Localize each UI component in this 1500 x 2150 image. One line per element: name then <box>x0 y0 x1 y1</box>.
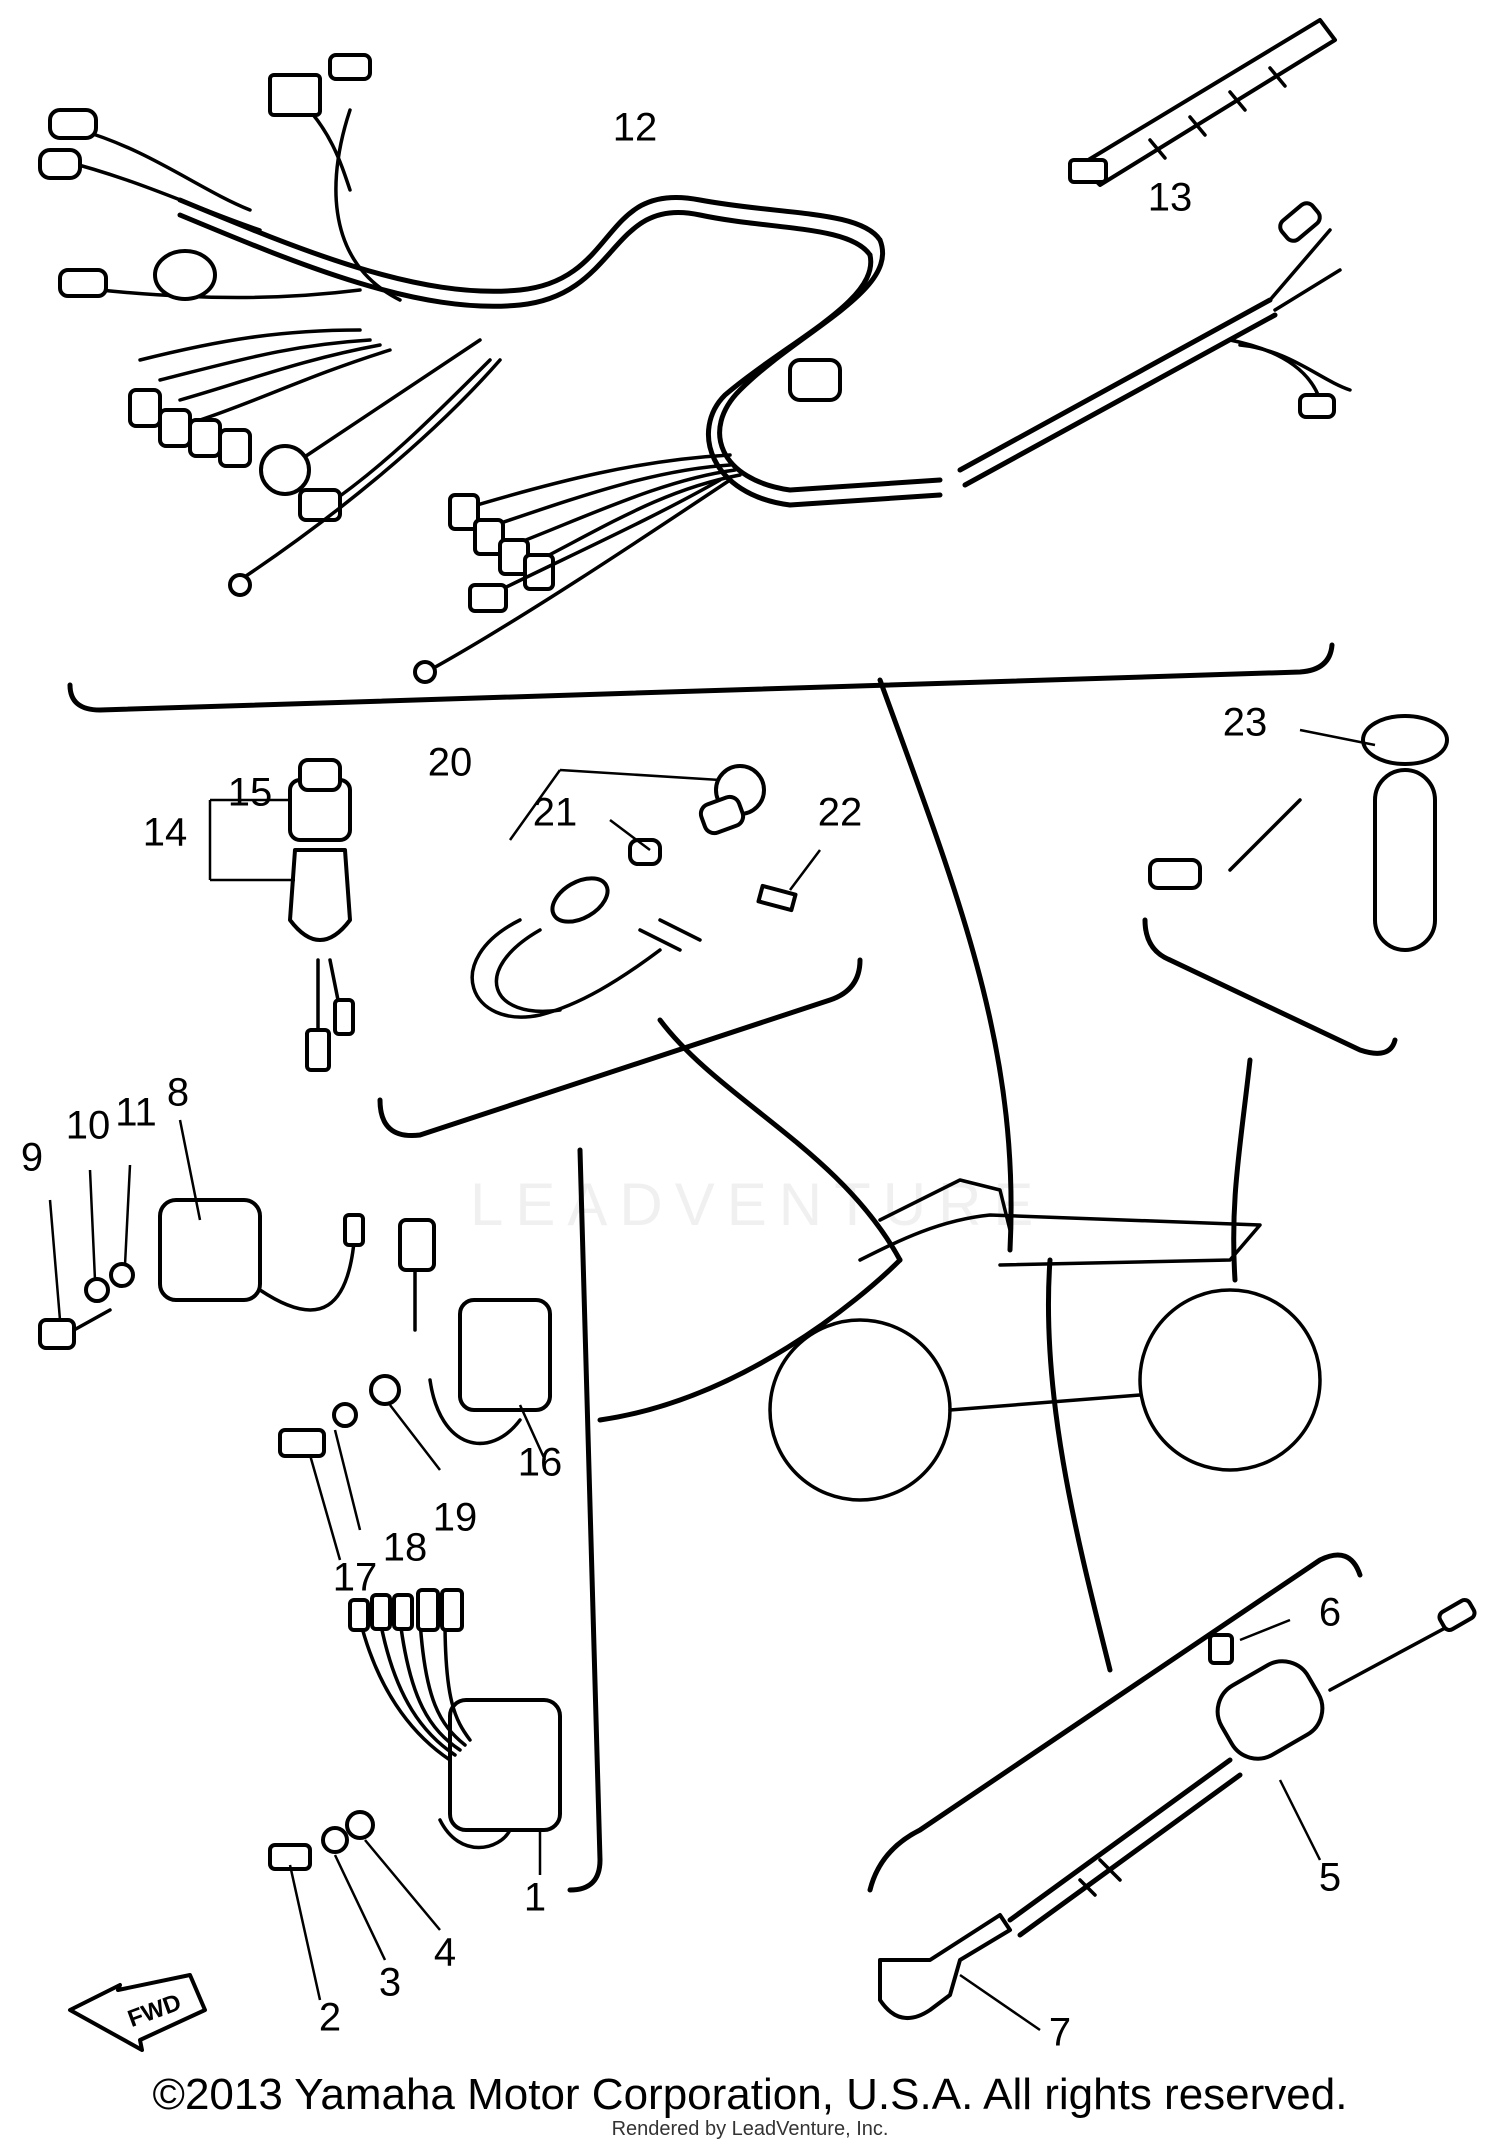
main-switch <box>208 758 355 1072</box>
callout-3: 3 <box>379 1961 401 2005</box>
cable-band <box>1068 18 1337 187</box>
callout-7: 7 <box>1049 2011 1071 2055</box>
vehicle-outline <box>597 677 1322 1673</box>
callout-6: 6 <box>1319 1591 1341 1635</box>
callout-5: 5 <box>1319 1856 1341 1900</box>
callout-16: 16 <box>518 1441 563 1485</box>
watermark: LEADVENTURE <box>470 1171 1046 1238</box>
callout-2: 2 <box>319 1996 341 2040</box>
cdi-unit <box>268 1147 603 2001</box>
callout-9: 9 <box>21 1136 43 1180</box>
callout-18: 18 <box>383 1526 428 1570</box>
harness-bracket <box>67 642 1335 713</box>
callout-23: 23 <box>1223 701 1268 745</box>
callout-12: 12 <box>613 106 658 150</box>
callout-19: 19 <box>433 1496 478 1540</box>
callout-1: 1 <box>524 1876 546 1920</box>
callout-17: 17 <box>333 1556 378 1600</box>
callout-20: 20 <box>428 741 473 785</box>
rectifier <box>38 1119 365 1350</box>
cap-assembly <box>1142 714 1449 1056</box>
ignition-coil <box>278 1218 552 1561</box>
callout-22: 22 <box>818 791 863 835</box>
copyright-notice: ©2013 Yamaha Motor Corporation, U.S.A. A… <box>152 2070 1348 2119</box>
fwd-arrow: FWD <box>68 1973 207 2052</box>
callout-11: 11 <box>115 1091 157 1135</box>
rendered-by-notice: Rendered by LeadVenture, Inc. <box>611 2118 889 2140</box>
callout-4: 4 <box>434 1931 456 1975</box>
callout-21: 21 <box>533 791 578 835</box>
wire-harness <box>38 53 1352 684</box>
starter-cable <box>867 1552 1477 2032</box>
callout-14: 14 <box>143 811 188 855</box>
callout-10: 10 <box>66 1104 111 1148</box>
callout-15: 15 <box>228 771 273 815</box>
callout-8: 8 <box>167 1071 189 1115</box>
sensor-group <box>377 764 863 1139</box>
callout-13: 13 <box>1148 176 1193 220</box>
